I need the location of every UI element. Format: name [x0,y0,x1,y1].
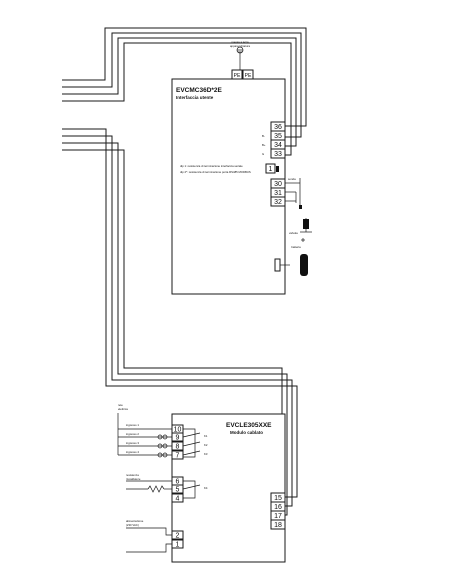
terminal-8: 8 [176,444,180,451]
terminal-10: 10 [174,427,182,434]
input-wiring: ingresso 1 ingresso 2 ingresso 3 ingress… [117,413,172,458]
terminal-16: 16 [274,504,282,511]
contact-k3: K3 [204,452,208,456]
pe-label-2: PE [245,73,252,79]
terminal-36: 36 [274,124,282,131]
heater-label-1: resistenza [126,473,139,477]
label-batteria: batteria [291,245,301,249]
ground-icon [236,46,244,70]
pe-label-1: PE [234,73,241,79]
valve-wiring: valvola [289,218,312,235]
top-module-box [171,78,286,295]
terminal-7: 7 [176,453,180,460]
terminal-31: 31 [274,190,282,197]
contact-k2: K2 [204,443,208,447]
terminal-9: 9 [176,435,180,442]
terminal-2: 2 [176,533,180,540]
terminal-17: 17 [274,513,282,520]
top-terminal-block: 36 35 34 33 B- B+ G [262,121,286,159]
contact-k4: K4 [204,486,208,490]
dip-note-2: dip 2*: resistenza di terminazione porta… [180,170,251,174]
battery-wiring: batteria [274,238,308,276]
supply-label-2: (230 VAC) [126,523,139,527]
input-label-2: ingresso 2 [126,432,139,436]
mid-terminal-block: 6 5 4 K4 [171,476,208,503]
input-label-4: ingresso 4 [126,450,139,454]
top-terminal-block-lower: 30 31 32 [270,178,286,207]
battery-icon [300,254,308,276]
input-label-3: ingresso 3 [126,441,139,445]
dip-switch [265,163,276,174]
terminal-6: 6 [176,479,180,486]
dip-note-1: dip 1: resistenza di terminazione interf… [180,164,243,168]
bottom-module-subtitle: Modulo cablato [230,430,263,435]
terminal-32: 32 [274,199,282,206]
top-module-subtitle: Interfaccia utente [176,95,214,100]
terminal-1: 1 [176,542,180,549]
power-label-1: rete [118,403,123,407]
terminal-label-b-minus: B- [262,134,265,138]
bottom-right-terminal-block: 15 16 17 18 [270,492,286,530]
terminal-34: 34 [274,142,282,149]
terminal-18: 18 [274,522,282,529]
heater-wiring: resistenza riscaldatore [126,473,172,493]
sensor-wiring: sonda [285,177,302,209]
top-bus-wires [62,27,307,156]
top-module: messa a terra apparecchiatura PE PE EVCM… [171,40,312,295]
ground-note-2: apparecchiatura [230,44,251,48]
fuse-icons [157,434,168,458]
bottom-module: EVCLE305XXE Modulo cablato rete elettric… [117,403,286,563]
terminal-4: 4 [176,496,180,503]
terminal-35: 35 [274,133,282,140]
contact-k1: K1 [204,434,208,438]
relay-terminal-block: 10 9 8 7 [171,424,184,460]
label-valvola: valvola [289,231,298,235]
valve-icon [303,219,309,229]
dip-switch-knob [276,166,279,172]
bottom-module-box [171,413,286,563]
heater-label-2: riscaldatore [126,477,141,481]
power-label-2: elettrica [118,407,128,411]
terminal-15: 15 [274,495,282,502]
top-module-title: EVCMC36D*2E [176,87,223,94]
supply-label-1: alimentazione [126,519,144,523]
terminal-30: 30 [274,181,282,188]
terminal-label-g: G [262,152,264,156]
label-sonda: sonda [288,177,296,181]
terminal-33: 33 [274,151,282,158]
terminal-5: 5 [176,487,180,494]
terminal-label-b-plus: B+ [262,143,266,147]
bottom-module-title: EVCLE305XXE [226,422,272,429]
ground-note-1: messa a terra [231,40,249,44]
dip-terminal-1: 1 [269,166,273,173]
input-label-1: ingresso 1 [126,423,139,427]
low-terminal-block: 2 1 alimentazione (230 VAC) [126,519,184,553]
relay-contacts: K1 K2 K3 [182,428,208,458]
